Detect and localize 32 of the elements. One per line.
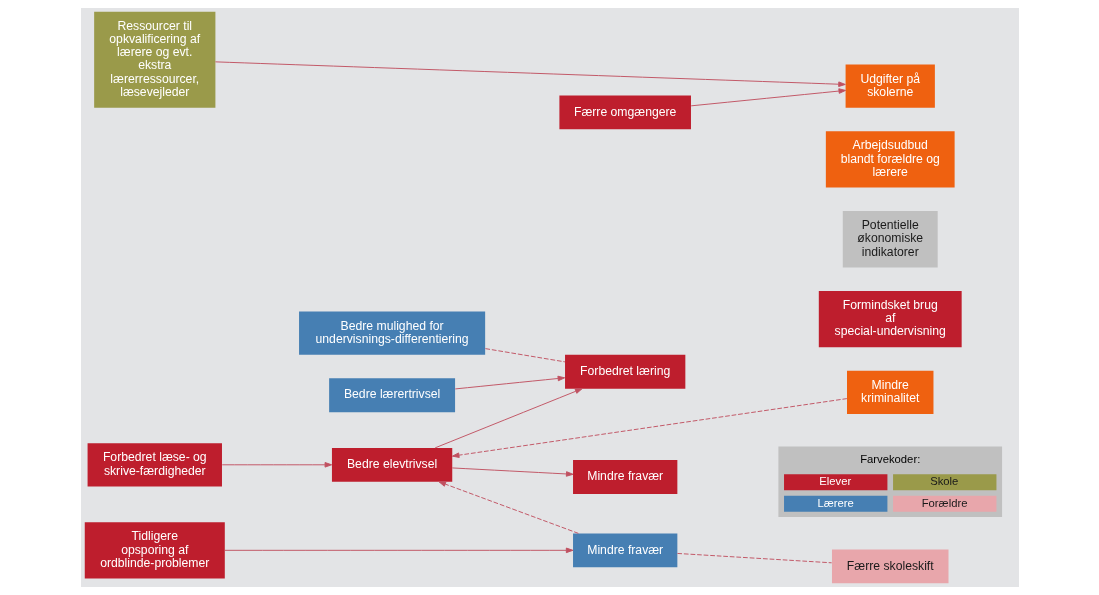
- node-box: Potentielle økonomiske indikatorer: [842, 211, 938, 268]
- arrow: [454, 375, 565, 390]
- legend-label: Elever: [818, 475, 851, 488]
- node-box: Færre skoleskift: [831, 549, 948, 584]
- arrow: [223, 547, 573, 554]
- connector: [676, 553, 832, 564]
- arrow: [451, 398, 847, 458]
- node-box: Mindre fravær: [572, 460, 677, 494]
- arrow: [451, 467, 573, 477]
- legend-label: Lærere: [816, 496, 854, 509]
- connector: [484, 348, 565, 363]
- node-box: Færre omgængere: [558, 95, 691, 130]
- arrow: [690, 88, 846, 107]
- node-box: Formindsket brug af special-undervisning: [818, 290, 962, 348]
- node-box: Ressourcer til opkvalificering af lærere og evt. ekstra lærerressourcer, læsevejleder: [93, 11, 215, 108]
- node-box: Tidligere opsporing af ordblinde-problemer: [84, 522, 225, 579]
- legend-label: Skole: [929, 475, 958, 488]
- node-box: Arbejdsudbud blandt forældre og lærere: [825, 131, 955, 188]
- legend-label: Forældre: [921, 496, 967, 509]
- node-box: Bedre lærertrivsel: [328, 378, 455, 413]
- label: Farvekoder:: [859, 453, 920, 466]
- arrow: [438, 481, 579, 534]
- arrow: [214, 61, 846, 87]
- node-box: Forbedret læse- og skrive-færdigheder: [87, 443, 222, 487]
- arrow: [434, 388, 582, 449]
- node-box: Bedre elevtrivsel: [331, 447, 452, 482]
- arrow: [221, 462, 332, 468]
- node-box: Bedre mulighed for undervisnings-differentiering: [298, 311, 485, 355]
- node-box: Udgifter på skolerne: [845, 64, 935, 108]
- node-box: Mindre kriminalitet: [846, 370, 933, 415]
- node-box: Forbedret læring: [564, 354, 685, 389]
- node-box: Mindre fravær: [572, 533, 677, 568]
